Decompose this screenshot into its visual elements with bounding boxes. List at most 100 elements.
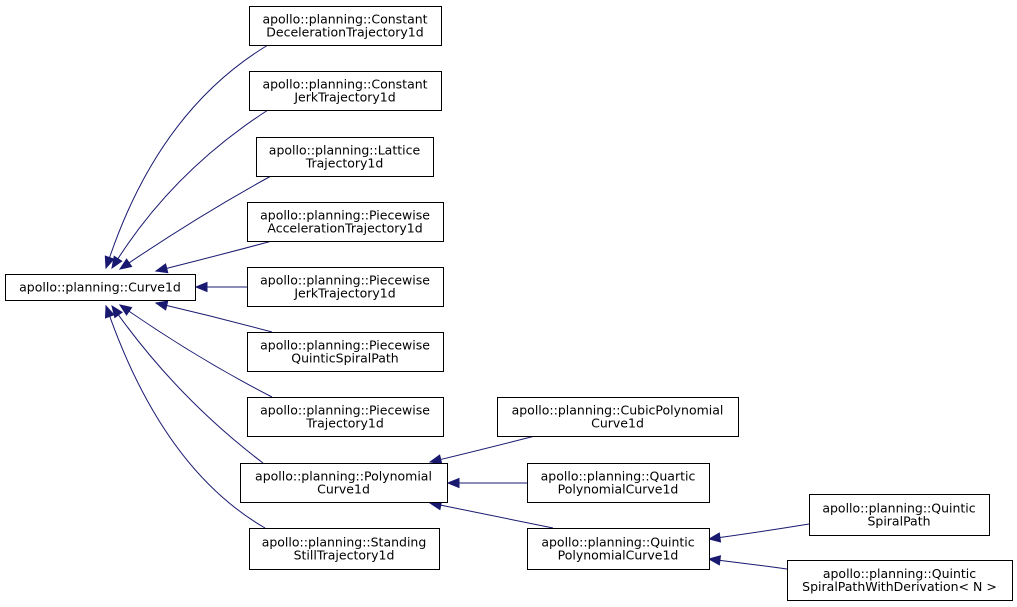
class-node-box: [809, 494, 990, 536]
class-name-line: apollo::planning::Standing: [262, 535, 427, 550]
class-node-box: [527, 463, 710, 503]
class-name-line: apollo::planning::Piecewise: [260, 273, 430, 288]
class-node-pw-accel[interactable]: apollo::planning::PiecewiseAccelerationT…: [247, 202, 444, 242]
inheritance-arrowhead: [446, 477, 460, 489]
inheritance-arrowhead: [111, 304, 123, 319]
class-name-line: apollo::planning::Piecewise: [260, 338, 430, 353]
class-name-line: StillTrajectory1d: [294, 548, 395, 563]
class-name-line: Trajectory1d: [305, 156, 384, 171]
class-node-quintic-spiral-deriv[interactable]: apollo::planning::QuinticSpiralPathWithD…: [787, 560, 1013, 601]
inheritance-arrowhead: [707, 555, 722, 566]
class-name-line: apollo::planning::Quartic: [541, 469, 696, 484]
class-name-line: Curve1d: [317, 482, 370, 497]
class-name-line: QuinticSpiralPath: [291, 351, 398, 366]
edge-line: [117, 109, 269, 260]
class-name-line: apollo::planning::Quintic: [823, 566, 976, 581]
edge-quintic_spiral-to-quintic_poly: [707, 523, 810, 543]
inheritance-arrowhead: [118, 304, 133, 316]
class-name-line: apollo::planning::Lattice: [269, 143, 421, 158]
inheritance-arrowhead: [428, 454, 443, 465]
edge-const_jerk-to-curve1d: [111, 109, 269, 270]
edge-quartic-to-poly: [446, 477, 528, 489]
edge-line: [719, 523, 810, 538]
inheritance-arrowhead: [707, 532, 722, 543]
class-node-quintic-poly[interactable]: apollo::planning::QuinticPolynomialCurve…: [527, 528, 710, 570]
class-node-box: [247, 397, 444, 437]
class-name-line: apollo::planning::Polynomial: [255, 469, 432, 484]
class-node-box: [247, 202, 444, 242]
class-node-const-decel[interactable]: apollo::planning::ConstantDecelerationTr…: [249, 6, 442, 46]
class-name-line: apollo::planning::Piecewise: [260, 208, 430, 223]
edges-layer: [104, 44, 810, 570]
class-node-box: [527, 528, 710, 570]
class-name-line: Curve1d: [591, 416, 644, 431]
class-node-box: [787, 560, 1013, 601]
class-name-line: apollo::planning::Quintic: [822, 501, 975, 516]
inheritance-arrowhead: [154, 263, 169, 274]
inheritance-arrowhead: [194, 281, 208, 293]
edge-line: [109, 44, 269, 258]
class-name-line: apollo::planning::Piecewise: [260, 403, 430, 418]
edge-line: [719, 559, 788, 570]
class-name-line: DecelerationTrajectory1d: [266, 25, 423, 40]
class-node-box: [497, 397, 739, 437]
edge-pw_traj-to-curve1d: [118, 304, 273, 398]
edge-line: [118, 314, 264, 464]
class-name-line: Trajectory1d: [305, 416, 384, 431]
inheritance-arrowhead: [118, 258, 133, 270]
edge-line: [440, 504, 554, 529]
inheritance-arrowhead: [154, 300, 169, 311]
class-name-line: apollo::planning::Constant: [262, 77, 427, 92]
class-node-poly[interactable]: apollo::planning::PolynomialCurve1d: [240, 463, 448, 503]
class-name-line: apollo::planning::Curve1d: [19, 280, 181, 295]
class-node-standstill[interactable]: apollo::planning::StandingStillTrajector…: [249, 528, 440, 570]
class-name-line: SpiralPathWithDerivation< N >: [802, 579, 997, 594]
edge-line: [128, 175, 272, 264]
edge-cubic-to-poly: [428, 435, 536, 465]
class-node-box: [247, 267, 444, 307]
edge-line: [166, 305, 273, 333]
class-name-line: PolynomialCurve1d: [558, 548, 679, 563]
class-node-box: [247, 332, 444, 372]
class-name-line: JerkTrajectory1d: [293, 90, 395, 105]
class-node-box: [249, 528, 440, 570]
class-node-const-jerk[interactable]: apollo::planning::ConstantJerkTrajectory…: [249, 71, 442, 111]
class-node-box: [256, 137, 434, 177]
edge-line: [440, 435, 536, 460]
edge-pw_accel-to-curve1d: [154, 240, 273, 274]
class-name-line: apollo::planning::Constant: [262, 12, 427, 27]
class-node-curve1d[interactable]: apollo::planning::Curve1d: [5, 274, 196, 301]
class-node-box: [249, 6, 442, 46]
edge-quintic_spiral_deriv-to-quintic_poly: [707, 555, 788, 570]
class-name-line: SpiralPath: [867, 514, 930, 529]
edge-line: [128, 310, 273, 398]
class-node-box: [249, 71, 442, 111]
class-name-line: apollo::planning::CubicPolynomial: [512, 403, 724, 418]
edge-const_decel-to-curve1d: [104, 44, 269, 270]
edge-lattice-to-curve1d: [118, 175, 272, 270]
class-node-box: [240, 463, 448, 503]
class-node-quartic[interactable]: apollo::planning::QuarticPolynomialCurve…: [527, 463, 710, 503]
class-name-line: AccelerationTrajectory1d: [267, 221, 422, 236]
class-name-line: JerkTrajectory1d: [293, 286, 395, 301]
class-name-line: PolynomialCurve1d: [558, 482, 679, 497]
edge-quintic_poly-to-poly: [428, 500, 554, 529]
nodes-layer: apollo::planning::Curve1dapollo::plannin…: [5, 6, 1013, 601]
edge-pw_jerk-to-curve1d: [194, 281, 247, 293]
inheritance-arrowhead: [111, 255, 123, 270]
class-node-pw-spiral[interactable]: apollo::planning::PiecewiseQuinticSpiral…: [247, 332, 444, 372]
edge-line: [109, 316, 266, 529]
class-node-box: [5, 274, 196, 301]
class-node-quintic-spiral[interactable]: apollo::planning::QuinticSpiralPath: [809, 494, 990, 536]
edge-pw_spiral-to-curve1d: [154, 300, 273, 333]
inheritance-arrowhead: [104, 304, 115, 319]
class-name-line: apollo::planning::Quintic: [541, 535, 694, 550]
edge-line: [166, 240, 273, 269]
inheritance-arrowhead: [104, 255, 115, 270]
edge-standstill-to-curve1d: [104, 304, 266, 529]
class-node-pw-jerk[interactable]: apollo::planning::PiecewiseJerkTrajector…: [247, 267, 444, 307]
